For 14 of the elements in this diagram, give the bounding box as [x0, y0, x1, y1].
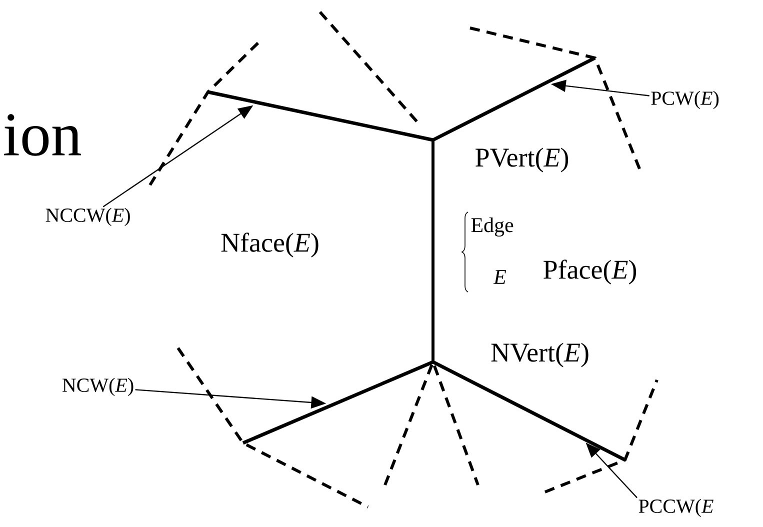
pointer-label: NCW(E)	[62, 378, 134, 396]
wing-edge	[208, 90, 434, 142]
text-label: E	[493, 270, 506, 284]
wing-edge	[432, 56, 596, 142]
pointer-label: PCW(E)	[651, 90, 719, 110]
pointer-label: NCCW(E)	[46, 208, 130, 226]
text-label: PVert(E)	[476, 148, 568, 172]
text-label: NVert(E)	[491, 342, 588, 368]
text-label: Pface(E)	[544, 260, 636, 284]
text-label: ion	[4, 114, 81, 156]
text-label: Edge	[471, 217, 514, 237]
text-label: Nface(E)	[221, 232, 318, 258]
pointer-label: PCCW(E	[638, 498, 714, 518]
wing-edge	[242, 360, 434, 445]
